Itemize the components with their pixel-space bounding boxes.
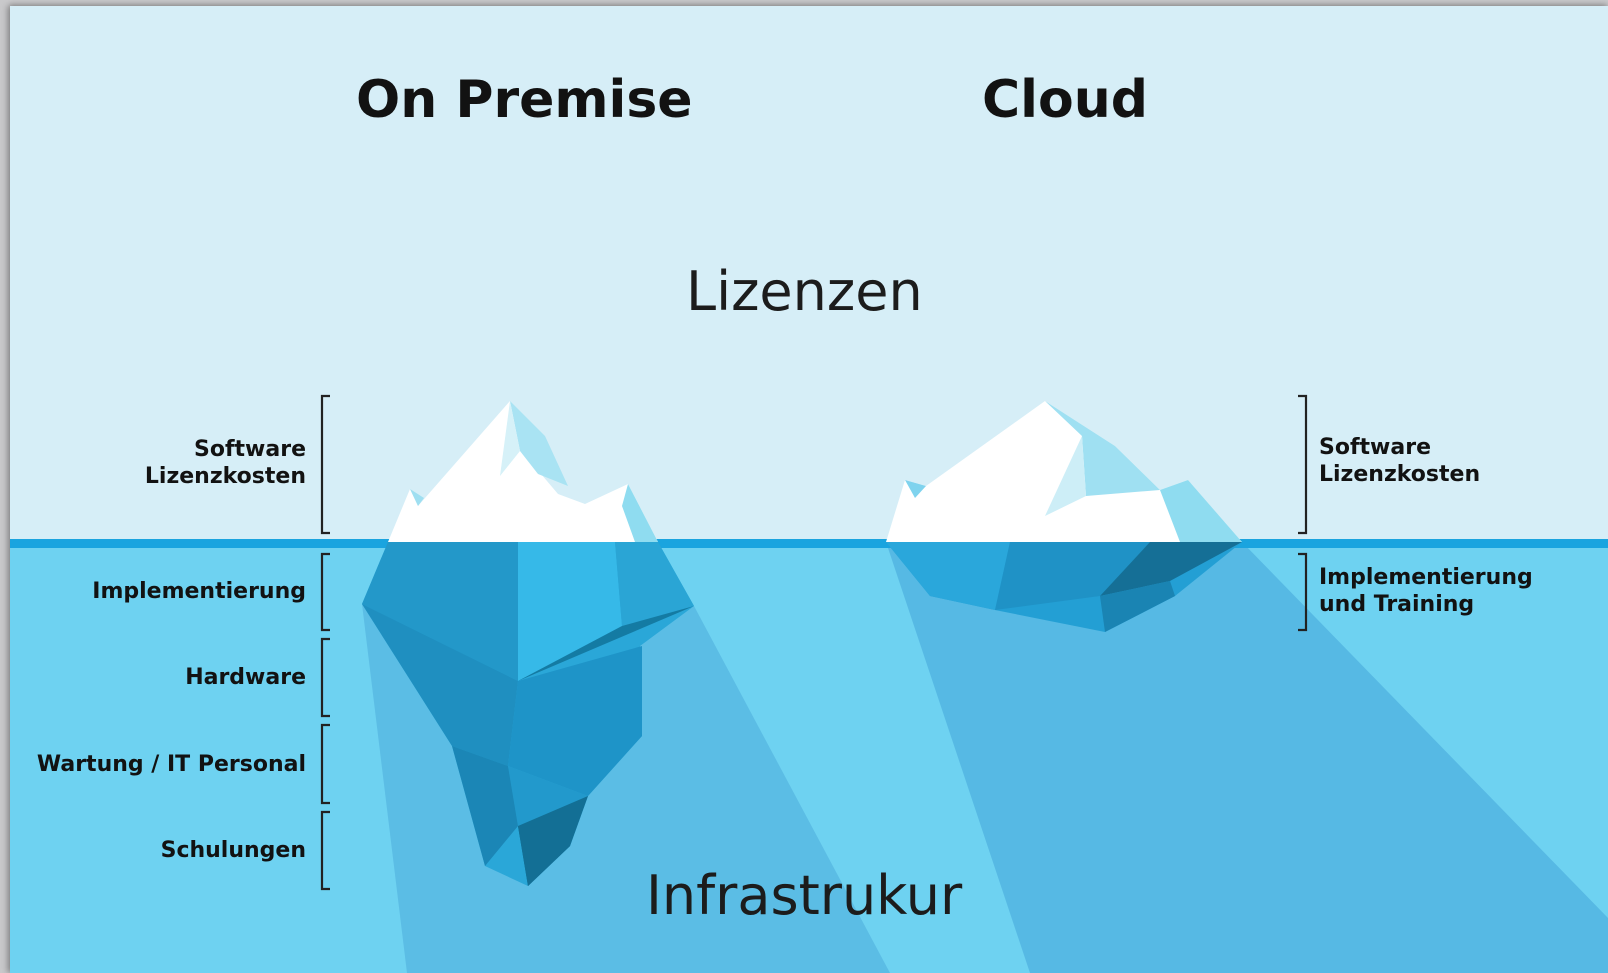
cloud-item-software: Software Lizenzkosten <box>1319 434 1480 488</box>
right-brackets <box>1298 394 1308 632</box>
left-iceberg-body <box>362 542 694 886</box>
on-premise-heading: On Premise <box>356 70 693 130</box>
left-brackets <box>320 394 330 891</box>
right-iceberg-tip <box>886 401 1242 542</box>
right-light-beam <box>886 542 1608 973</box>
item-line: Implementierung <box>1319 565 1533 590</box>
sky-area <box>10 6 1608 546</box>
lizenzen-label: Lizenzen <box>686 260 923 323</box>
cloud-heading: Cloud <box>982 70 1148 130</box>
on-premise-item-implementierung: Implementierung <box>10 578 306 605</box>
item-line: Lizenzkosten <box>144 464 306 489</box>
waterline <box>10 539 1608 548</box>
on-premise-item-hardware: Hardware <box>10 664 306 691</box>
infrastruktur-label: Infrastrukur <box>646 864 963 927</box>
cloud-item-implementierung: Implementierung und Training <box>1319 564 1533 618</box>
item-line: Wartung / IT Personal <box>36 752 306 777</box>
item-line: Lizenzkosten <box>1319 462 1481 487</box>
iceberg-diagram: On Premise Cloud Lizenzen Infrastrukur S… <box>10 6 1608 973</box>
right-iceberg-body <box>886 542 1242 632</box>
on-premise-item-software: Software Lizenzkosten <box>10 436 306 490</box>
item-line: Software <box>194 437 306 462</box>
item-line: Hardware <box>185 665 306 690</box>
item-line: Software <box>1319 435 1431 460</box>
on-premise-item-wartung: Wartung / IT Personal <box>10 751 306 778</box>
left-iceberg-tip <box>388 401 658 542</box>
item-line: Schulungen <box>160 838 306 863</box>
iceberg-scene <box>10 6 1608 973</box>
on-premise-item-schulungen: Schulungen <box>10 837 306 864</box>
item-line: und Training <box>1319 592 1475 617</box>
item-line: Implementierung <box>92 579 306 604</box>
